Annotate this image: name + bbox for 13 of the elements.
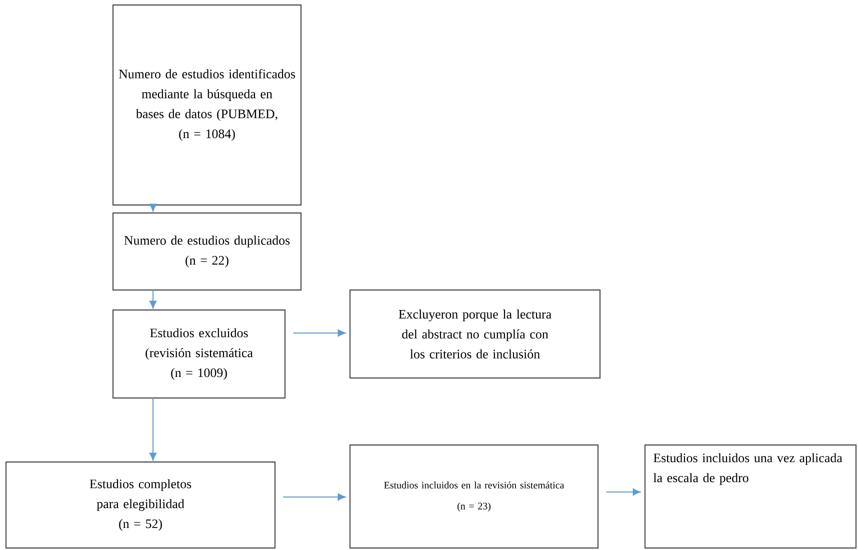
arrow <box>606 488 641 496</box>
process-box: Estudios incluidos una vez aplicada la escala de pedro <box>644 444 857 549</box>
process-box: Estudios completos para elegibilidad (n = 52) <box>5 461 276 549</box>
arrow <box>149 290 157 309</box>
arrow <box>292 329 346 337</box>
process-box: Excluyeron porque la lectura del abstract no cumplía con los criterios de inclusión <box>349 289 601 379</box>
process-box: Numero de estudios identificados mediante la búsqueda en bases de datos (PUBMED, (n = 1084) <box>112 4 302 206</box>
process-box: Numero de estudios duplicados (n = 22) <box>112 212 302 291</box>
process-box: Estudios excluidos (revisión sistemática (n = 1009) <box>112 309 286 399</box>
process-box: Estudios incluidos en la revisión sistemática (n = 23) <box>349 444 599 549</box>
arrow <box>149 398 157 461</box>
arrow <box>282 493 346 501</box>
arrow <box>149 204 157 212</box>
